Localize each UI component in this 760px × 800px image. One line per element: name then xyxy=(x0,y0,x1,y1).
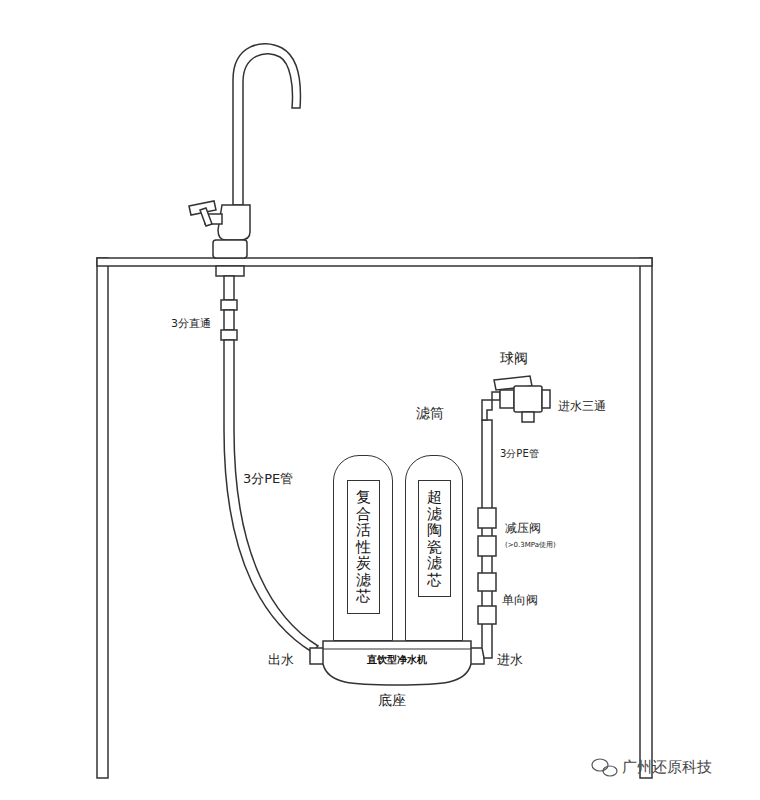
pressure-reducing-valve xyxy=(478,536,496,556)
cartridge-name: 复合活性炭滤芯 xyxy=(356,489,371,605)
inlet-tee xyxy=(542,390,550,408)
cabinet-post xyxy=(97,258,108,778)
part-name: 单向阀 xyxy=(502,592,538,609)
part-name: 进水三通 xyxy=(558,398,606,415)
cartridge-name: 超滤陶瓷滤芯 xyxy=(427,489,442,588)
check-valve xyxy=(478,606,496,624)
base-name: 直饮型净水机 xyxy=(322,653,472,667)
part-name: 出水 xyxy=(268,651,294,669)
part-name: 进水 xyxy=(497,651,523,669)
filter-cartridge: 复合活性炭滤芯 xyxy=(333,455,393,641)
pressure-reducing-valve xyxy=(478,508,496,528)
cabinet-top xyxy=(97,258,652,266)
purifier-base: 直饮型净水机 xyxy=(322,640,472,686)
watermark: 广州还原科技 xyxy=(622,758,712,777)
base-outline xyxy=(323,641,471,685)
pe-pipe xyxy=(224,310,234,330)
pe-pipe xyxy=(224,340,318,652)
part-name: 底座 xyxy=(378,692,406,710)
part-name: 减压阀 xyxy=(505,520,541,537)
cartridge-label-box: 超滤陶瓷滤芯 xyxy=(418,480,451,597)
faucet-handle xyxy=(200,208,212,226)
pe-pipe xyxy=(482,392,500,420)
straight-connector xyxy=(221,330,237,340)
part-name: 3分PE管 xyxy=(243,470,293,488)
cartridge-label-box: 复合活性炭滤芯 xyxy=(347,480,380,614)
faucet-body xyxy=(218,205,250,240)
faucet-spout xyxy=(233,44,300,205)
note: (>0.3MPa使用) xyxy=(505,540,556,550)
faucet-nut xyxy=(216,266,244,276)
part-name: 滤筒 xyxy=(416,405,444,423)
base-rim xyxy=(323,649,471,650)
straight-connector xyxy=(221,300,237,310)
faucet-base xyxy=(213,240,247,258)
watermark-icon xyxy=(592,759,617,776)
cabinet-post xyxy=(640,258,652,778)
ball-valve xyxy=(500,390,514,408)
part-name: 3分直通 xyxy=(171,316,211,331)
part-name: 球阀 xyxy=(500,350,528,368)
filter-cartridge: 超滤陶瓷滤芯 xyxy=(405,455,463,641)
inlet-tee xyxy=(522,412,534,422)
pe-pipe xyxy=(224,276,234,300)
inlet-tee xyxy=(514,386,542,412)
part-name: 3分PE管 xyxy=(500,447,539,461)
check-valve xyxy=(478,573,496,591)
outlet-fitting xyxy=(310,648,324,664)
